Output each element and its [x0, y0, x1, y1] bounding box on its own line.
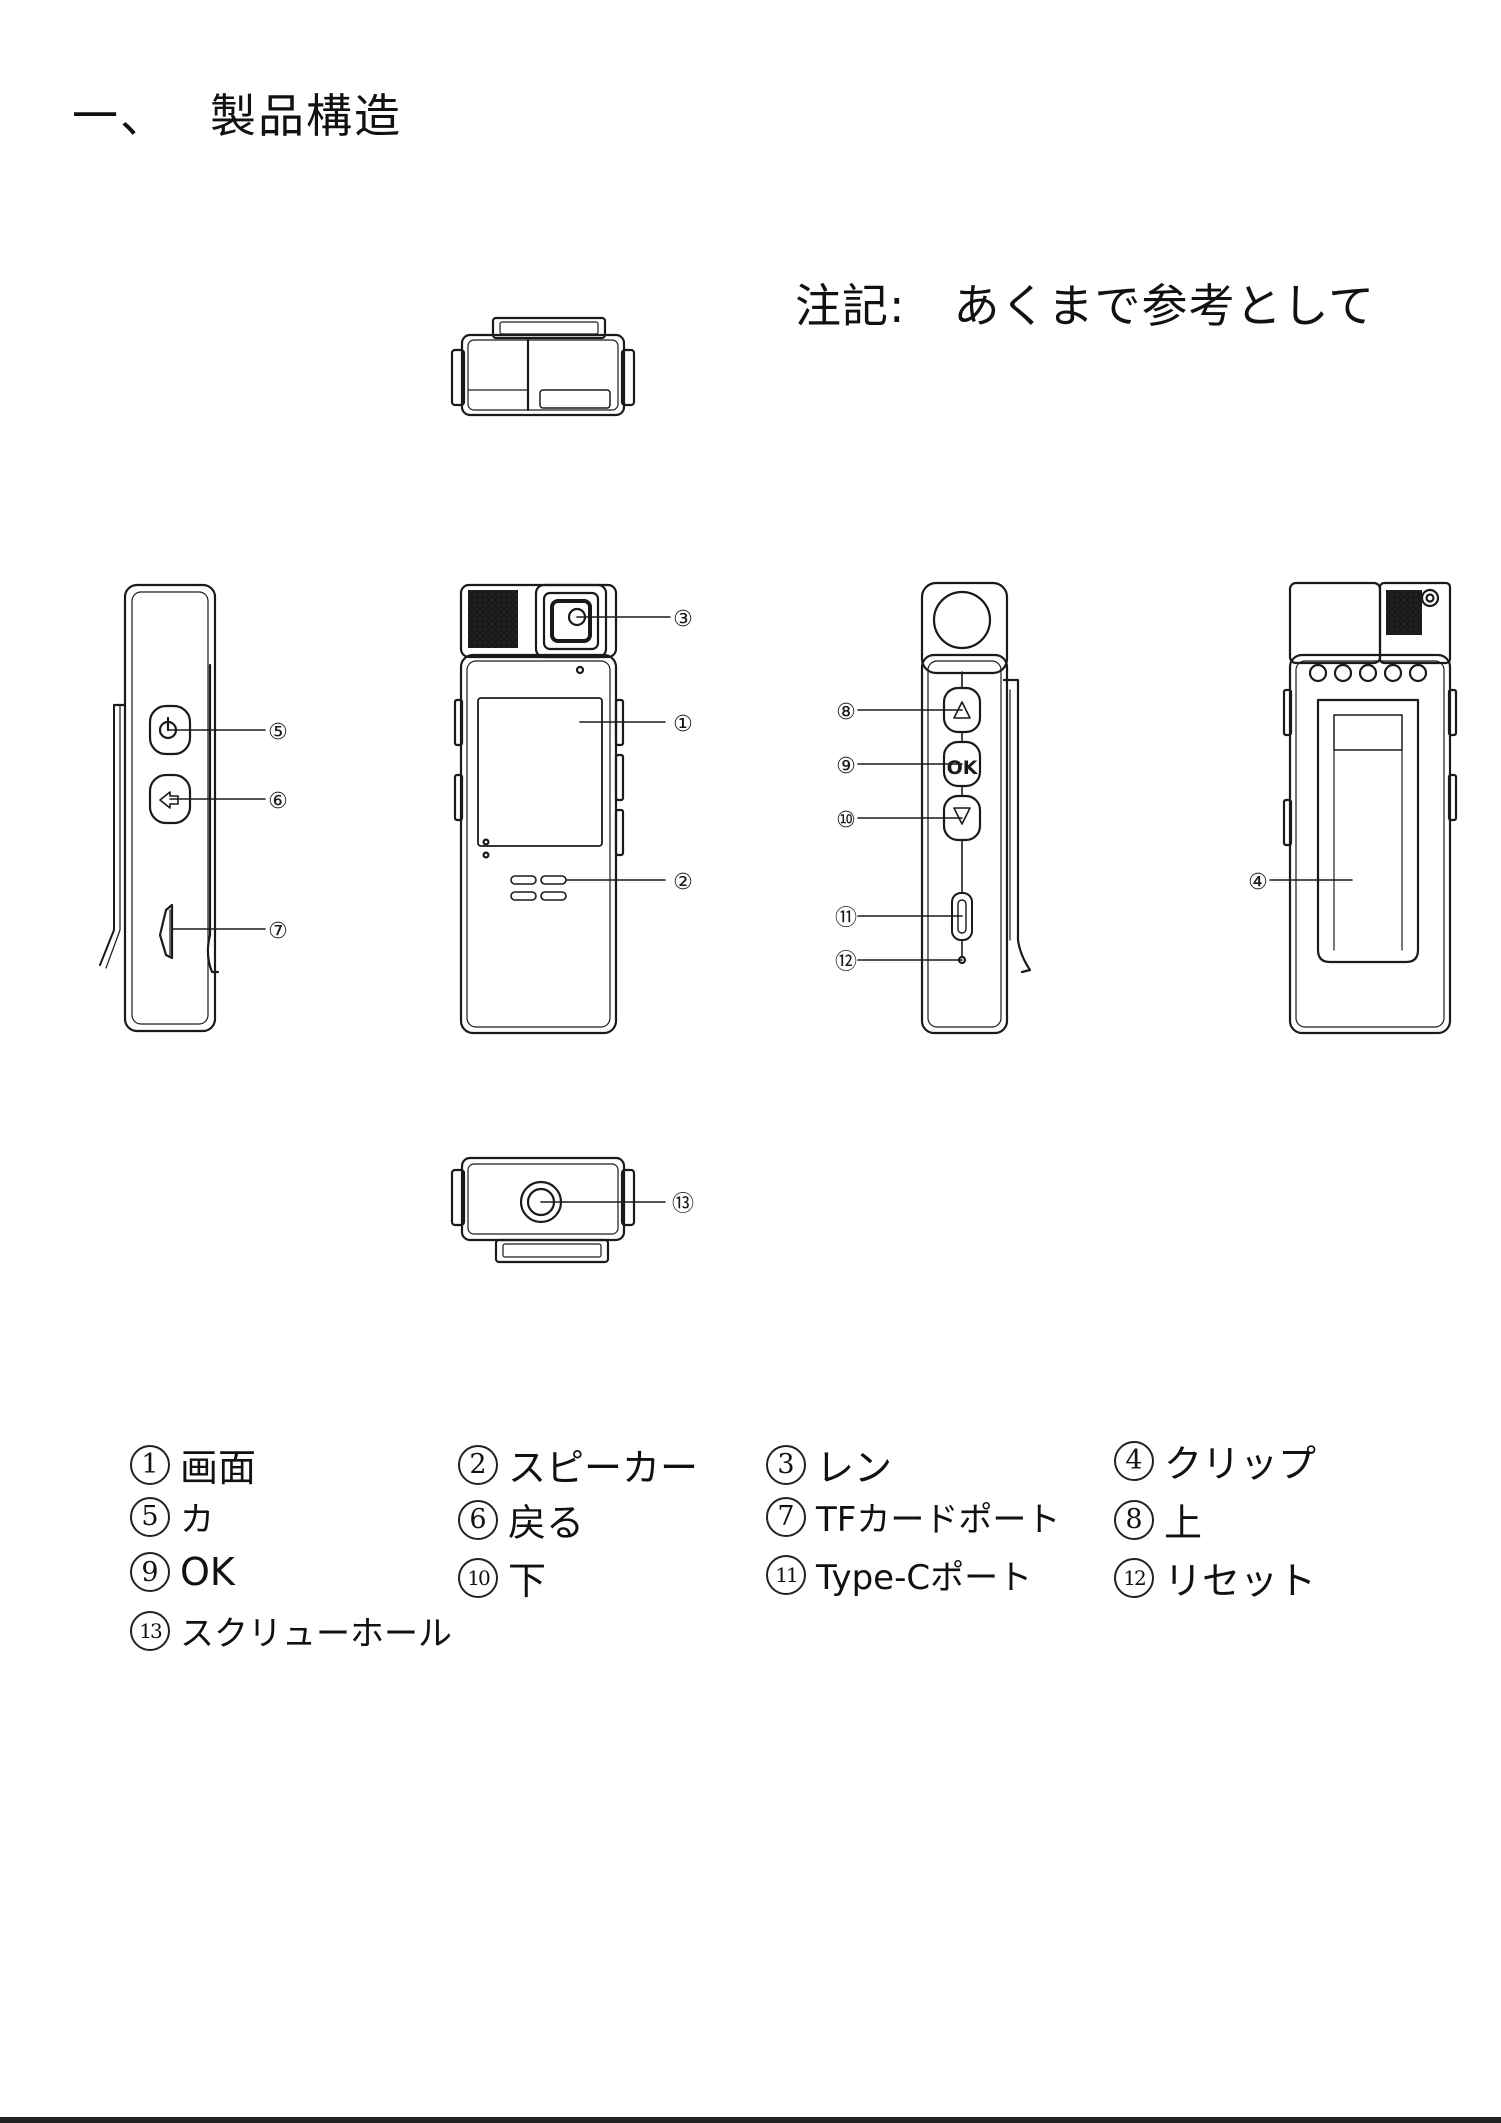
callout-5: ⑤ — [268, 720, 288, 745]
front-view — [455, 585, 623, 1033]
left-side-view — [100, 585, 218, 1031]
callout-6: ⑥ — [268, 789, 288, 814]
callout-7: ⑦ — [268, 919, 288, 944]
top-view — [452, 318, 634, 415]
bottom-view — [452, 1158, 634, 1262]
callout-11: ⑪ — [835, 906, 857, 931]
callout-1: ① — [673, 712, 693, 737]
back-view — [1284, 583, 1456, 1033]
callout-2: ② — [673, 870, 693, 895]
callout-13: ⑬ — [672, 1192, 694, 1217]
ok-button-label: OK — [947, 757, 979, 779]
callout-12: ⑫ — [835, 950, 857, 975]
right-side-view: OK — [922, 583, 1030, 1033]
callout-3: ③ — [673, 607, 693, 632]
leader-lines — [168, 617, 1352, 1202]
callout-9: ⑨ — [836, 754, 856, 779]
callout-4: ④ — [1248, 870, 1268, 895]
callout-8: ⑧ — [836, 700, 856, 725]
bottom-rule — [0, 2117, 1501, 2123]
callout-10: ⑩ — [836, 808, 856, 833]
